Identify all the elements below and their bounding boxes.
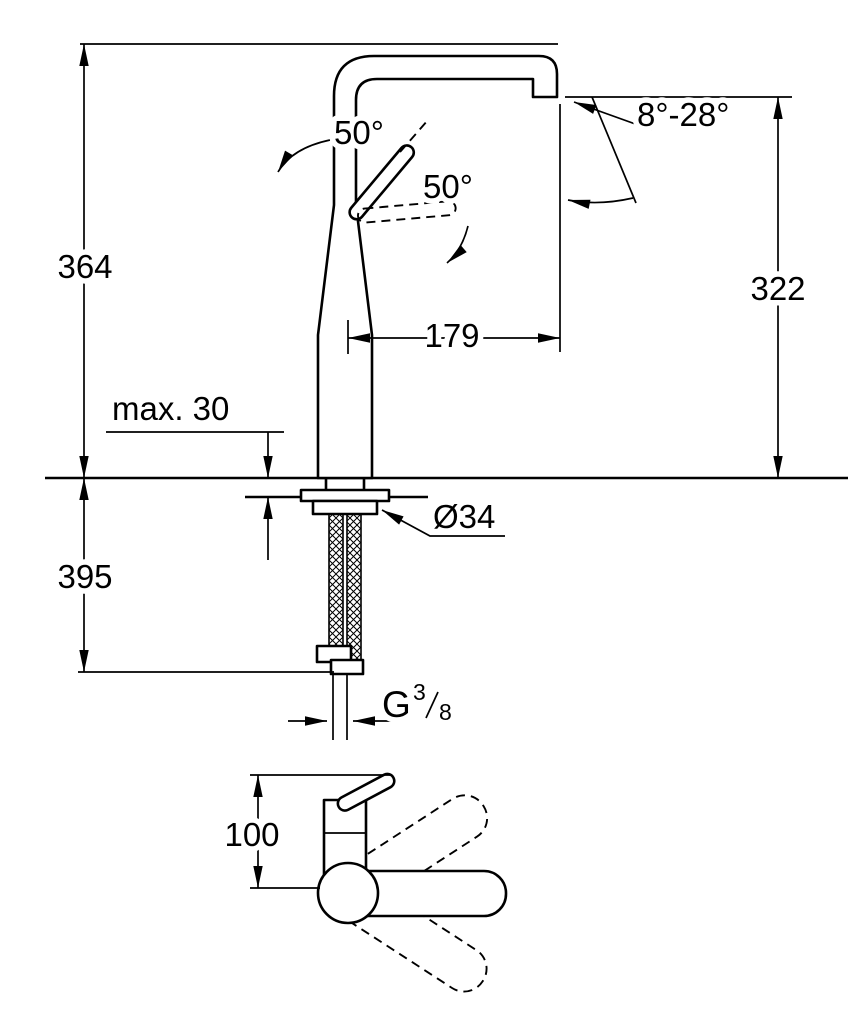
dimension-total-height: 364 — [52, 43, 558, 478]
outlet-angle-leader — [573, 101, 653, 131]
dimension-base-height: 100 — [219, 774, 392, 889]
handle-pivot-circle — [316, 861, 380, 925]
mounting-nut — [311, 499, 379, 516]
dimension-label-322: 322 — [750, 270, 805, 307]
under-counter-hardware — [299, 476, 391, 740]
dimension-max-mounting-thickness: max. 30 — [106, 385, 284, 560]
dimension-outlet-height: 322 — [565, 96, 811, 478]
angle-labels: 50° 50° 8°-28° — [329, 91, 735, 211]
outlet-angle-ray — [591, 96, 637, 204]
base-lever-shape — [336, 772, 396, 812]
handle-lever-shape — [348, 144, 416, 221]
angle-label-handle-lower: 50° — [423, 168, 473, 205]
mounting-washer — [299, 488, 391, 503]
handle-lever-solid — [348, 144, 416, 221]
dimension-thread-size: G 3 8 — [288, 674, 457, 731]
fraction-slash — [425, 691, 439, 719]
dimension-label-364: 364 — [57, 248, 112, 285]
mounting-surface — [45, 476, 848, 499]
hose-connector-nut-2 — [329, 658, 365, 676]
leader-line-diameter — [381, 509, 505, 537]
dimension-label-179: 179 — [424, 317, 479, 354]
dimension-shank-diameter: Ø34 — [381, 493, 505, 541]
dimension-below-counter-length: 395 — [52, 478, 334, 673]
thread-label-numerator: 3 — [413, 679, 426, 705]
handle-swing-arc-upper — [277, 139, 331, 173]
handle-lever-dashed-position — [357, 200, 457, 224]
thread-label-letter: G — [382, 684, 411, 725]
base-lever-profile — [336, 772, 396, 812]
handle-swing-arc-lower — [446, 225, 469, 264]
dimension-label-diameter: Ø34 — [433, 498, 495, 535]
outlet-angle-arc — [567, 197, 634, 209]
dimension-label-max30: max. 30 — [112, 390, 229, 427]
faucet-front-view — [277, 54, 653, 480]
angle-label-handle-upper: 50° — [334, 114, 384, 151]
angle-label-outlet-range: 8°-28° — [637, 96, 729, 133]
faucet-top-view — [316, 772, 508, 993]
dimension-label-100: 100 — [224, 816, 279, 853]
handle-axis-dashed-line — [399, 119, 429, 153]
braided-hose-right — [346, 504, 362, 665]
faucet-body-outline — [316, 54, 559, 480]
handle-lever-dashed-shape — [357, 200, 457, 224]
dimension-label-395: 395 — [57, 558, 112, 595]
braided-hose-left — [328, 504, 344, 649]
dimension-spout-reach: 179 — [347, 104, 561, 360]
thread-label-denominator: 8 — [439, 699, 452, 725]
